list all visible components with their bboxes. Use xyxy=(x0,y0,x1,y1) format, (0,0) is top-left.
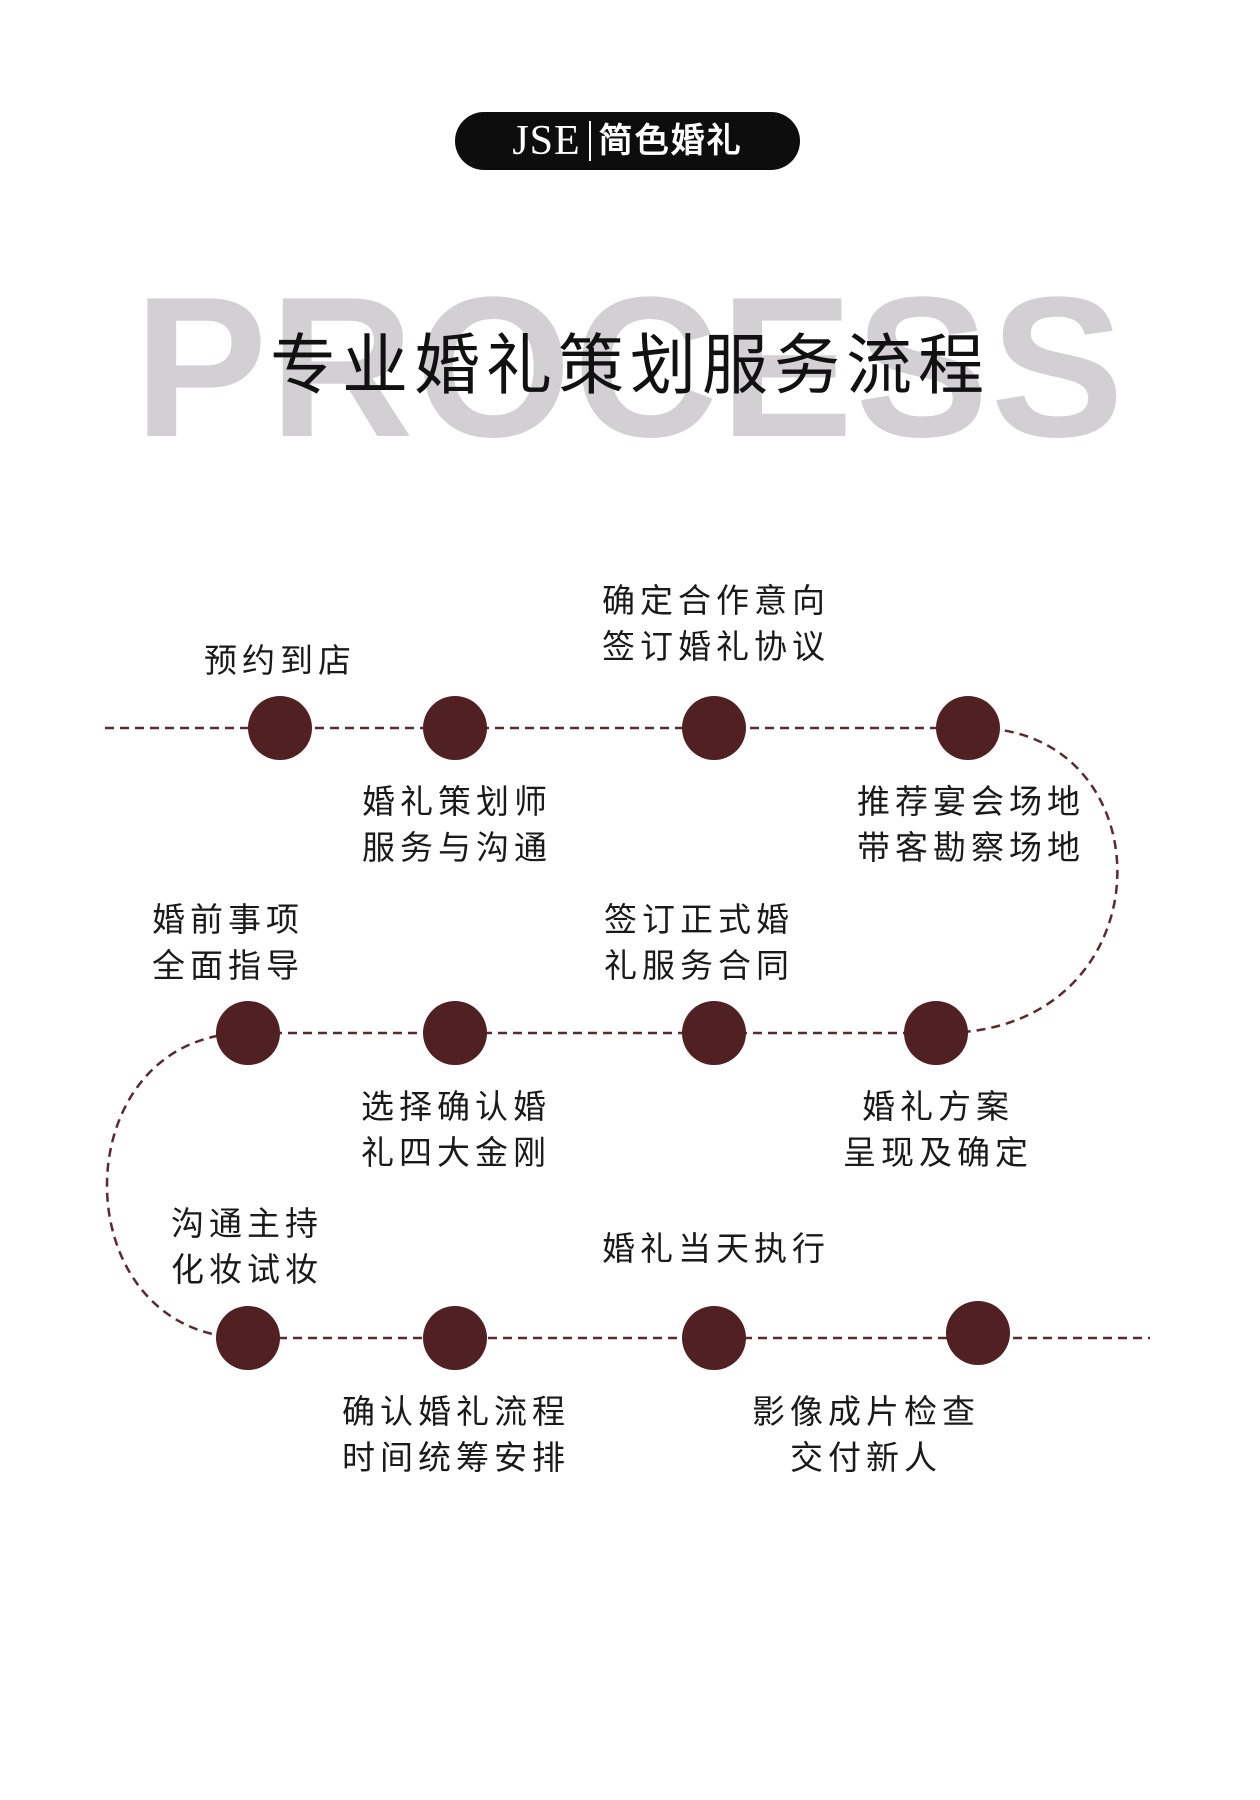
logo-brand-text: JSE xyxy=(512,118,581,164)
step-label-4-line-2: 带客勘察场地 xyxy=(857,828,1085,867)
step-label-4: 推荐宴会场地 带客勘察场地 xyxy=(831,779,1111,871)
connector-curve-right xyxy=(941,726,1119,1035)
step-node-1 xyxy=(248,696,312,760)
step-label-7-line-2: 礼四大金刚 xyxy=(361,1133,551,1172)
step-label-5: 婚礼方案 呈现及确定 xyxy=(798,1084,1078,1176)
step-label-9-line-1: 沟通主持 xyxy=(171,1204,323,1243)
step-label-10-line-2: 时间统筹安排 xyxy=(342,1438,570,1477)
step-label-7-line-1: 选择确认婚 xyxy=(361,1087,551,1126)
step-node-8 xyxy=(216,1001,280,1065)
step-label-12: 影像成片检查 交付新人 xyxy=(726,1389,1006,1481)
step-label-10-line-1: 确认婚礼流程 xyxy=(342,1392,570,1431)
step-label-3-line-1: 确定合作意向 xyxy=(602,581,830,620)
step-node-4 xyxy=(936,696,1000,760)
step-label-12-line-1: 影像成片检查 xyxy=(752,1392,980,1431)
step-node-12 xyxy=(946,1301,1010,1365)
step-label-1-line-1: 预约到店 xyxy=(204,641,356,680)
page-title: 专业婚礼策划服务流程 xyxy=(270,327,990,404)
logo-divider xyxy=(588,121,591,161)
step-node-2 xyxy=(423,696,487,760)
step-label-2-line-2: 服务与沟通 xyxy=(362,828,552,867)
step-label-9-line-2: 化妆试妆 xyxy=(171,1250,323,1289)
step-node-7 xyxy=(423,1001,487,1065)
step-label-8: 婚前事项 全面指导 xyxy=(88,897,368,989)
step-label-5-line-1: 婚礼方案 xyxy=(862,1087,1014,1126)
step-label-2: 婚礼策划师 服务与沟通 xyxy=(317,779,597,871)
step-label-9: 沟通主持 化妆试妆 xyxy=(107,1201,387,1293)
background-watermark-word: PROCESS xyxy=(133,256,1127,479)
step-node-6 xyxy=(682,1001,746,1065)
step-node-3 xyxy=(682,696,746,760)
step-label-10: 确认婚礼流程 时间统筹安排 xyxy=(316,1389,596,1481)
step-node-11 xyxy=(682,1306,746,1370)
logo-name-text: 简色婚礼 xyxy=(598,121,743,161)
step-label-8-line-1: 婚前事项 xyxy=(152,900,304,939)
step-label-5-line-2: 呈现及确定 xyxy=(843,1133,1033,1172)
step-label-11-line-1: 婚礼当天执行 xyxy=(602,1229,830,1268)
step-label-8-line-2: 全面指导 xyxy=(152,946,304,985)
step-label-3: 确定合作意向 签订婚礼协议 xyxy=(576,578,856,670)
step-label-3-line-2: 签订婚礼协议 xyxy=(602,627,830,666)
step-label-11: 婚礼当天执行 xyxy=(576,1226,856,1272)
connector-curve-left xyxy=(105,1031,249,1340)
step-label-6-line-2: 礼服务合同 xyxy=(604,946,794,985)
step-label-2-line-1: 婚礼策划师 xyxy=(362,782,552,821)
brand-logo: JSE 简色婚礼 xyxy=(455,112,800,170)
step-label-1: 预约到店 xyxy=(140,638,420,684)
step-node-5 xyxy=(904,1001,968,1065)
step-node-10 xyxy=(423,1306,487,1370)
step-label-7: 选择确认婚 礼四大金刚 xyxy=(316,1084,596,1176)
step-label-4-line-1: 推荐宴会场地 xyxy=(857,782,1085,821)
step-label-6-line-1: 签订正式婚 xyxy=(604,900,794,939)
step-nodes xyxy=(216,696,1010,1370)
step-label-12-line-2: 交付新人 xyxy=(790,1438,942,1477)
step-label-6: 签订正式婚 礼服务合同 xyxy=(559,897,839,989)
step-node-9 xyxy=(216,1306,280,1370)
